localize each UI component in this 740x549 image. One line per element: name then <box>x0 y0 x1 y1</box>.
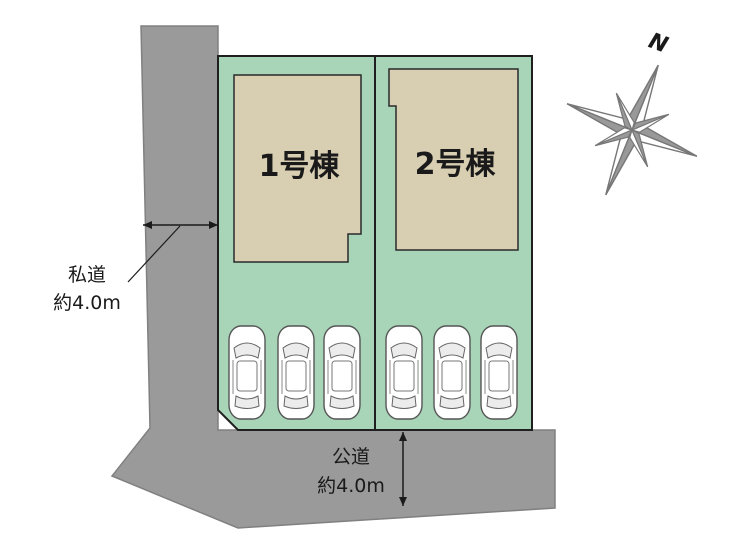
public-road-width: 約4.0m <box>317 475 385 497</box>
public-road-dimension: 公道 約4.0m <box>317 432 407 506</box>
car-icon <box>323 325 361 420</box>
car-icon <box>277 325 315 420</box>
arrowhead-left <box>143 221 152 229</box>
buildings: 1号棟 2号棟 <box>233 68 519 263</box>
leader-line <box>127 225 181 283</box>
car-icon <box>480 325 518 420</box>
private-road-width: 約4.0m <box>53 292 121 314</box>
compass-rose <box>566 64 698 196</box>
private-road-label: 私道 <box>68 264 106 286</box>
arrowhead-right <box>209 221 218 229</box>
building-1-label: 1号棟 <box>259 149 341 184</box>
building-2 <box>388 68 519 251</box>
public-road-label: 公道 <box>332 446 370 468</box>
car-icon <box>385 325 423 420</box>
building-2-label: 2号棟 <box>415 147 497 182</box>
building-1 <box>233 74 362 263</box>
arrowhead-bottom <box>399 497 407 506</box>
parking-spaces <box>228 325 518 420</box>
car-icon <box>228 325 266 420</box>
compass-north-label: N <box>645 29 671 59</box>
car-icon <box>433 325 471 420</box>
arrowhead-top <box>399 432 407 441</box>
compass-star-icon <box>566 64 698 196</box>
private-road-dimension: 私道 約4.0m <box>53 221 218 314</box>
